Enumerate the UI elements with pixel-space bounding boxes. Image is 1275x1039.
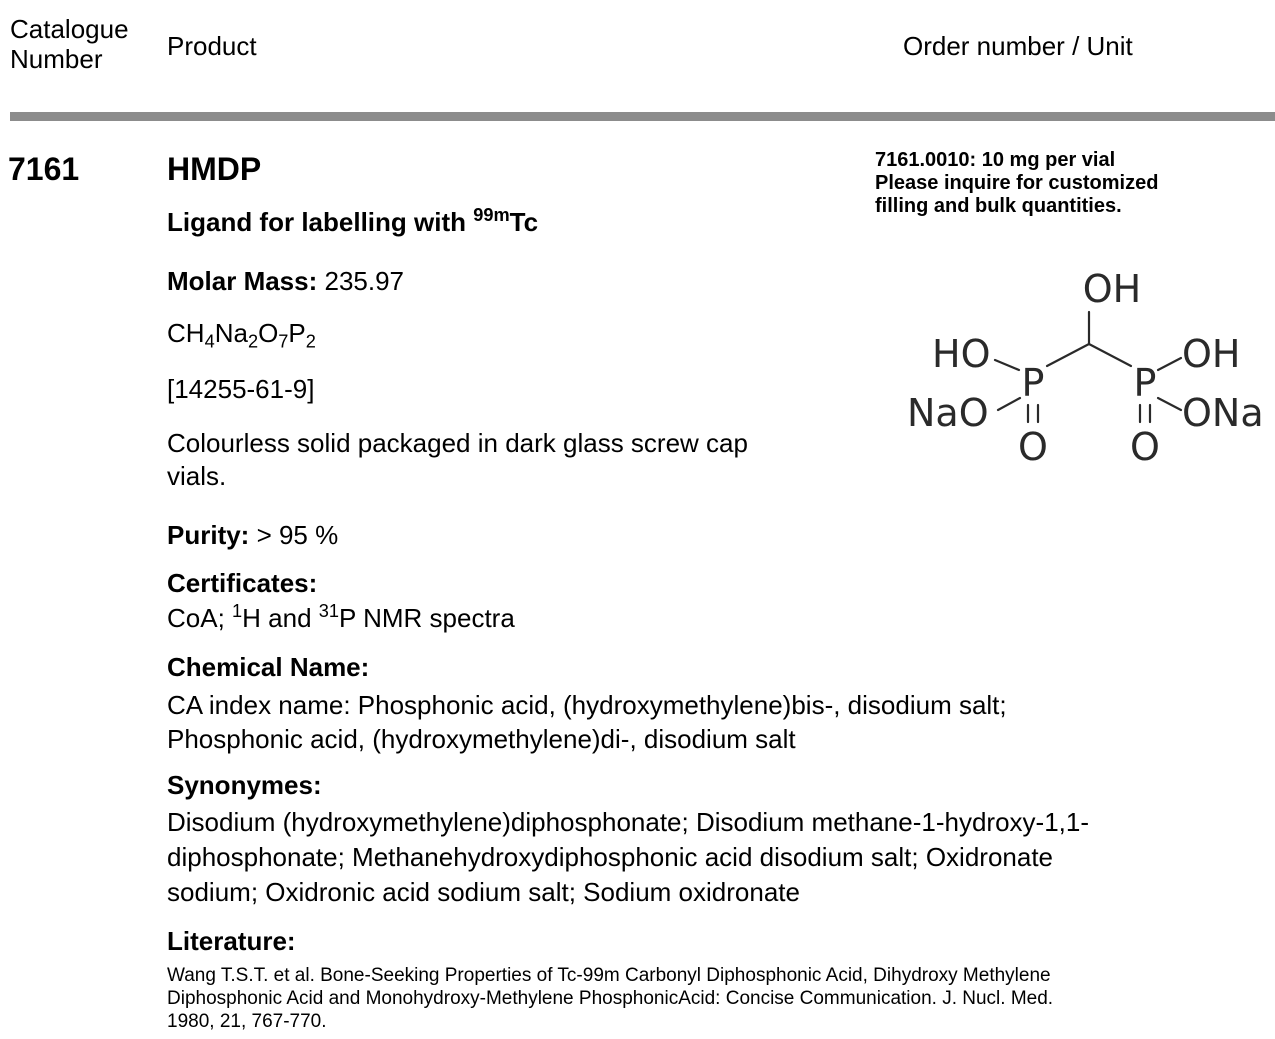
description-line-2: vials. [167,461,227,491]
formula-subscript: 4 [204,331,215,352]
certificates-value: CoA; 1H and 31P NMR spectra [167,601,515,634]
literature-line-2: Diphosphonic Acid and Monohydroxy-Methyl… [167,988,1054,1009]
bond-nao-p [996,396,1022,412]
bond-c-p-left [1045,342,1091,368]
purity-label: Purity: [167,520,250,550]
order-info: 7161.0010: 10 mg per vial Please inquire… [875,149,1158,218]
chemical-structure-diagram: OH HO NaO P O P OH ONa O [907,267,1264,469]
formula-element: O [258,318,279,348]
synonyms-label: Synonymes: [167,770,322,800]
atom-p-left: P [1022,361,1045,405]
cert-prefix: CoA; [167,603,233,633]
atom-p-right: P [1134,361,1157,405]
atom-oh-right: OH [1182,332,1240,376]
subtitle-isotope: 99m [473,205,510,225]
header-order-unit: Order number / Unit [903,31,1133,61]
product-name: HMDP [167,151,262,187]
synonyms-line-2: diphosphonate; Methanehydroxydiphosphoni… [167,842,1054,872]
molar-mass: Molar Mass: 235.97 [167,266,404,297]
number-label: Number [10,44,103,74]
subtitle-prefix: Ligand for labelling with [167,207,474,237]
formula-subscript: 7 [278,331,289,352]
purity-value: > 95 % [249,520,339,550]
order-line-3: filling and bulk quantities. [875,195,1122,217]
subtitle-element: Tc [509,207,539,237]
formula-element: Na [214,318,248,348]
chemical-name-label: Chemical Name: [167,652,370,682]
literature: Wang T.S.T. et al. Bone-Seeking Properti… [167,964,1053,1033]
cert-isotope-p: 31 [318,601,339,621]
formula-subscript: 2 [247,331,259,352]
description: Colourless solid packaged in dark glass … [167,427,748,493]
formula-element: CH [167,318,205,348]
atom-o-right: O [1130,425,1160,469]
molar-mass-label: Molar Mass: [167,266,318,296]
cert-element-p: P NMR spectra [339,603,515,633]
atom-nao-left: NaO [907,391,989,435]
molecular-formula: CH4Na2O7P2 [167,318,316,352]
bond-p-ona-right [1156,396,1183,412]
atom-o-left: O [1018,425,1048,469]
bond-c-p-right [1087,342,1133,368]
atom-ona-right: ONa [1182,391,1264,435]
bond-ho-p [993,358,1021,372]
chemical-name-line-2: Phosphonic acid, (hydroxymethylene)di-, … [167,724,796,754]
cas-number: [14255-61-9] [167,374,315,404]
header-catalogue-number: Catalogue Number [10,14,129,74]
header-divider [10,112,1275,121]
cert-isotope-h: 1 [232,601,243,621]
synonyms-line-3: sodium; Oxidronic acid sodium salt; Sodi… [167,877,800,907]
description-line-1: Colourless solid packaged in dark glass … [167,428,748,458]
purity: Purity: > 95 % [167,520,338,551]
product-subtitle: Ligand for labelling with 99mTc [167,205,539,238]
catalogue-number: 7161 [8,151,80,187]
literature-label: Literature: [167,926,296,956]
order-line-2: Please inquire for customized [875,172,1159,194]
atom-oh-top: OH [1083,267,1141,311]
chemical-name: CA index name: Phosphonic acid, (hydroxy… [167,688,1007,756]
atom-ho-left: HO [932,332,990,376]
literature-line-1: Wang T.S.T. et al. Bone-Seeking Properti… [167,965,1051,986]
literature-line-3: 1980, 21, 767-770. [167,1011,327,1032]
catalogue-label: Catalogue [10,14,129,44]
chemical-name-line-1: CA index name: Phosphonic acid, (hydroxy… [167,690,1007,720]
synonyms: Disodium (hydroxymethylene)diphosphonate… [167,805,1089,910]
certificates-label: Certificates: [167,568,318,598]
formula-element: P [288,318,306,348]
bond-p-oh-right [1156,356,1183,372]
order-line-1: 7161.0010: 10 mg per vial [875,149,1116,171]
synonyms-line-1: Disodium (hydroxymethylene)diphosphonate… [167,807,1089,837]
cert-element-h: H and [242,603,319,633]
header-product: Product [167,31,257,61]
formula-subscript: 2 [305,331,316,352]
molar-mass-value: 235.97 [317,266,405,296]
